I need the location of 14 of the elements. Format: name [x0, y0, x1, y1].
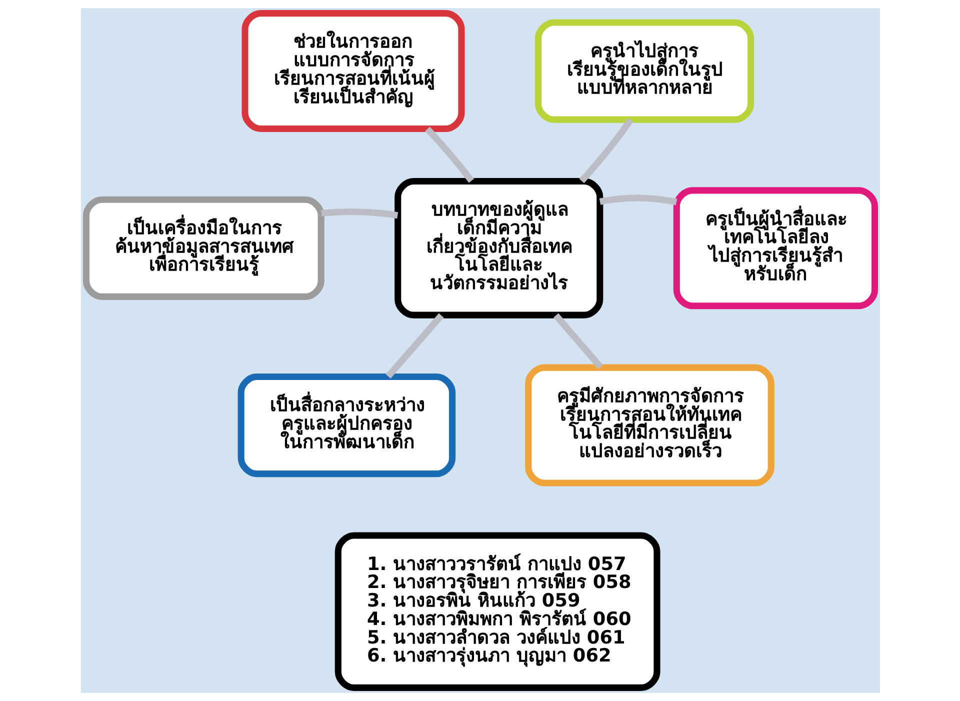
node-box: ครูมีศักยภาพการจัดการเรียนการสอนให้ทันเทคโนโลยีที่มีการเปลี่ยนแปลงอย่างรวดเร็ว — [524, 364, 774, 486]
node-box: ช่วยในการออกแบบการจัดการเรียนการสอนที่เน้นผู้เรียนเป็นสำคัญ — [241, 10, 464, 132]
node-box: เป็นสื่อกลางระหว่างครูและผู้ปกครองในการพัฒนาเด็ก — [237, 373, 456, 478]
node-box: 1. นางสาววรารัตน์ กาแปง 057 2. นางสาวรุจิษยา การเพียร 058 3. นางอรพิน หินแก้ว 059 4. นางสาวพิมพกา พิรารัตน์ 060 5. นางสาวลำดวล วงค์แปง 061 6. นางสาวรุ่งนภา บุญมา 062 — [334, 532, 660, 691]
node-box: ครูเป็นผู้นำสื่อและเทคโนโลยีลงไปสู่การเรียนรู้สำหรับเด็ก — [672, 187, 878, 310]
connector — [552, 313, 602, 370]
connector — [320, 208, 398, 219]
node-box: เป็นเครื่องมือในการค้นหาข้อมูลสารสนเทศเพื่อการเรียนรู้ — [82, 196, 324, 300]
connector — [598, 194, 677, 206]
connector — [578, 118, 633, 184]
connector — [385, 313, 444, 379]
node-box: ครูนำไปสู่การเรียนรู้ของเด็กในรูปแบบที่หลากหลาย — [534, 19, 754, 123]
node-box: บทบาทของผู้ดูแลเด็กมีความเกี่ยวข้องกับสื่อเทคโนโลยีและนวัตกรรมอย่างไร — [394, 178, 603, 318]
connector — [424, 126, 474, 183]
